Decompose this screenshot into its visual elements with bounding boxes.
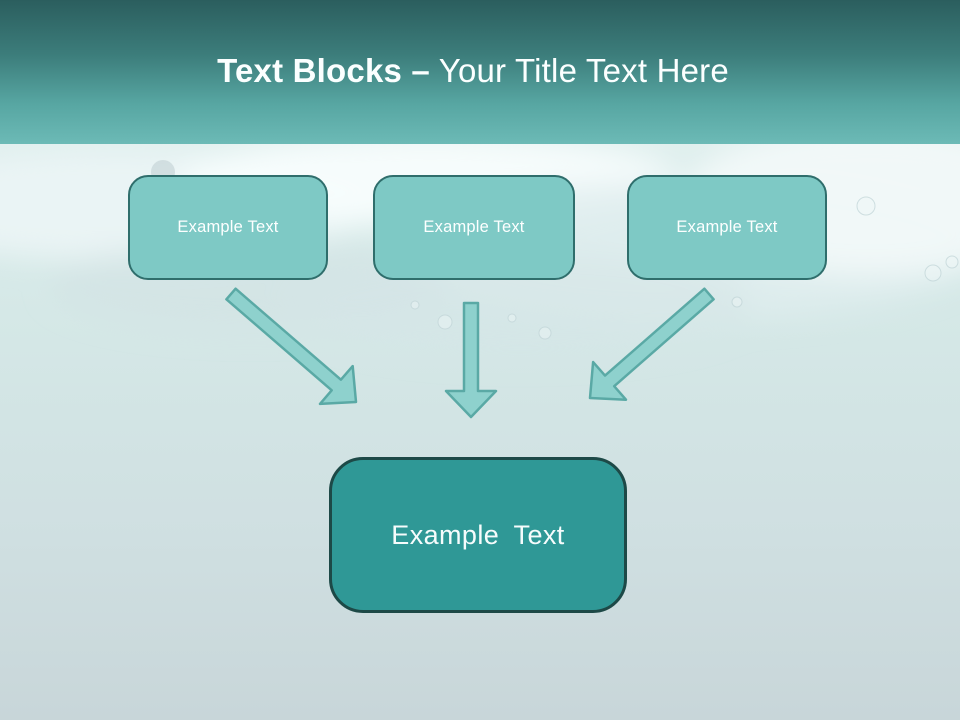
bubbles	[410, 196, 959, 340]
text-block-1[interactable]: Example Text	[128, 175, 328, 280]
arrow-down-right[interactable]	[225, 287, 358, 406]
title-topic: Text Blocks –	[217, 52, 430, 89]
slide-title: Text Blocks – Your Title Text Here	[0, 52, 946, 90]
title-subtitle: Your Title Text Here	[438, 52, 729, 89]
text-block-1-label: Example Text	[177, 218, 279, 236]
target-block[interactable]: Example Text	[329, 457, 627, 613]
text-block-2-label: Example Text	[423, 218, 525, 236]
target-block-label: Example Text	[391, 519, 565, 550]
title-banner: Text Blocks – Your Title Text Here	[0, 0, 960, 144]
text-block-2[interactable]: Example Text	[373, 175, 575, 280]
text-block-3[interactable]: Example Text	[627, 175, 827, 280]
arrow-down-left[interactable]	[588, 287, 715, 401]
arrow-down[interactable]	[444, 301, 498, 419]
text-block-3-label: Example Text	[676, 218, 778, 236]
